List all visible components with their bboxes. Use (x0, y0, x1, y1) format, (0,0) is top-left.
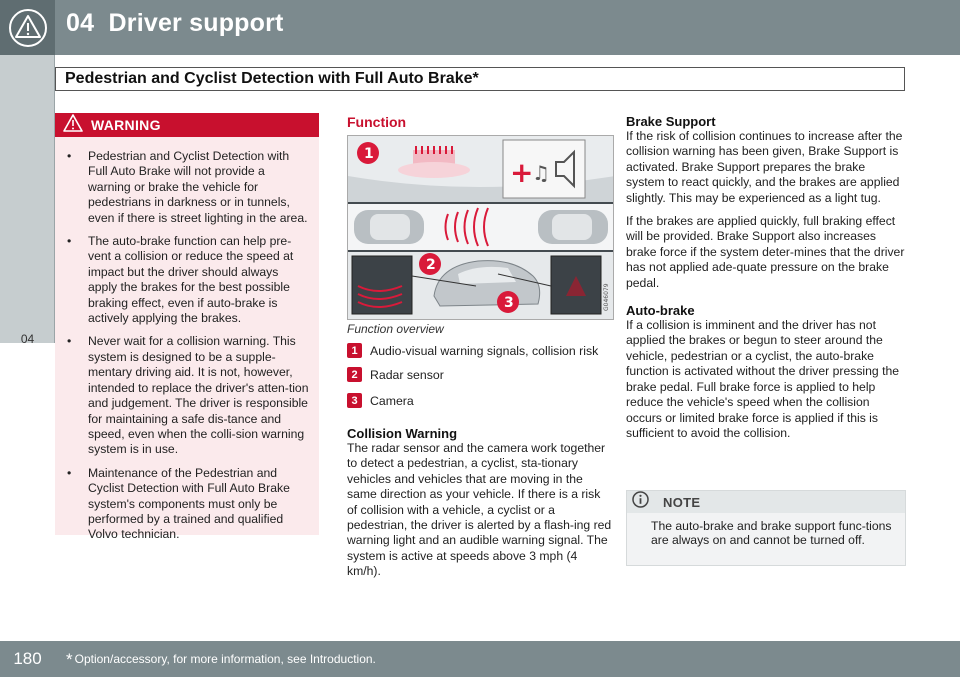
figure-code: G046079 (603, 283, 610, 311)
legend-item: 2 Radar sensor (347, 367, 444, 382)
collision-warning-heading: Collision Warning (347, 426, 458, 441)
brake-support-heading: Brake Support (626, 114, 716, 129)
warning-header: WARNING (55, 113, 319, 137)
brake-support-text-1: If the risk of collision continues to in… (626, 129, 903, 205)
warning-triangle-icon (0, 0, 55, 55)
legend-text: Camera (370, 393, 414, 408)
right-column: Brake Support If the risk of collision c… (626, 114, 906, 449)
legend-number: 3 (347, 393, 362, 408)
legend-item: 3 Camera (347, 393, 414, 408)
info-icon (632, 491, 649, 513)
warning-list: • Pedestrian and Cyclist Detection with F… (55, 137, 319, 543)
chapter-name: Driver support (108, 9, 284, 37)
page-footer: 180 *Option/accessory, for more informat… (0, 641, 960, 677)
warning-item: • Pedestrian and Cyclist Detection with F… (63, 149, 309, 226)
legend-text: Radar sensor (370, 367, 444, 382)
bullet: • (67, 149, 72, 163)
svg-text:2: 2 (426, 257, 436, 273)
warning-item-text: Never wait for a collision warning. This… (88, 334, 309, 457)
svg-text:3: 3 (504, 295, 514, 311)
svg-text:1: 1 (364, 146, 374, 162)
note-header: NOTE (627, 491, 905, 513)
warning-box: WARNING • Pedestrian and Cyclist Detectio… (55, 113, 319, 541)
function-illustration: + ♫ 1 2 3 G0460 (348, 136, 613, 319)
bullet: • (67, 234, 72, 249)
legend-item: 1 Audio-visual warning signals, collisio… (347, 343, 598, 358)
brake-support-text-2: If the brakes are applied quickly, full … (626, 214, 905, 290)
warning-item-text: Pedestrian and Cyclist Detection with Fu… (88, 149, 308, 225)
warning-label: WARNING (91, 117, 161, 133)
warning-item: • Maintenance of the Pedestrian and Cycli… (63, 466, 309, 543)
note-text: The auto-brake and brake support func-ti… (651, 519, 892, 547)
footnote-star: * (66, 650, 73, 669)
svg-text:+: + (510, 156, 533, 189)
chapter-side-tab: 04 (0, 55, 55, 346)
warning-item: • Never wait for a collision warning. Thi… (63, 334, 309, 457)
legend-number: 2 (347, 367, 362, 382)
footnote: *Option/accessory, for more information,… (66, 650, 376, 670)
chapter-header: 04 Driver support (0, 0, 960, 55)
auto-brake-heading: Auto-brake (626, 303, 695, 319)
legend-text: Audio-visual warning signals, collision … (370, 343, 599, 358)
auto-brake-text: If a collision is imminent and the drive… (626, 318, 900, 440)
note-box: NOTE The auto-brake and brake support fu… (626, 490, 906, 566)
collision-warning-section: Collision Warning The radar sensor and t… (347, 426, 613, 580)
warning-item-text: The auto-brake function can help pre-ven… (88, 234, 294, 326)
warning-item-text: Maintenance of the Pedestrian and Cyclis… (88, 465, 290, 542)
bullet: • (67, 334, 72, 349)
function-overview-figure: + ♫ 1 2 3 G0460 (347, 135, 614, 320)
warning-icon (63, 113, 83, 137)
svg-text:♫: ♫ (532, 161, 550, 185)
chapter-number: 04 (66, 9, 95, 37)
bullet: • (67, 465, 72, 480)
page-number: 180 (0, 641, 55, 677)
side-tab-label: 04 (20, 332, 35, 346)
collision-warning-text: The radar sensor and the camera work tog… (347, 441, 612, 579)
note-label: NOTE (663, 494, 701, 510)
footnote-text: Option/accessory, for more information, … (74, 652, 376, 666)
chapter-title: 04 Driver support (66, 9, 284, 38)
section-title: Pedestrian and Cyclist Detection with Fu… (55, 67, 905, 91)
figure-caption: Function overview (347, 322, 444, 336)
warning-item: • The auto-brake function can help pre-ve… (63, 234, 309, 326)
function-heading: Function (347, 114, 407, 130)
legend-number: 1 (347, 343, 362, 358)
